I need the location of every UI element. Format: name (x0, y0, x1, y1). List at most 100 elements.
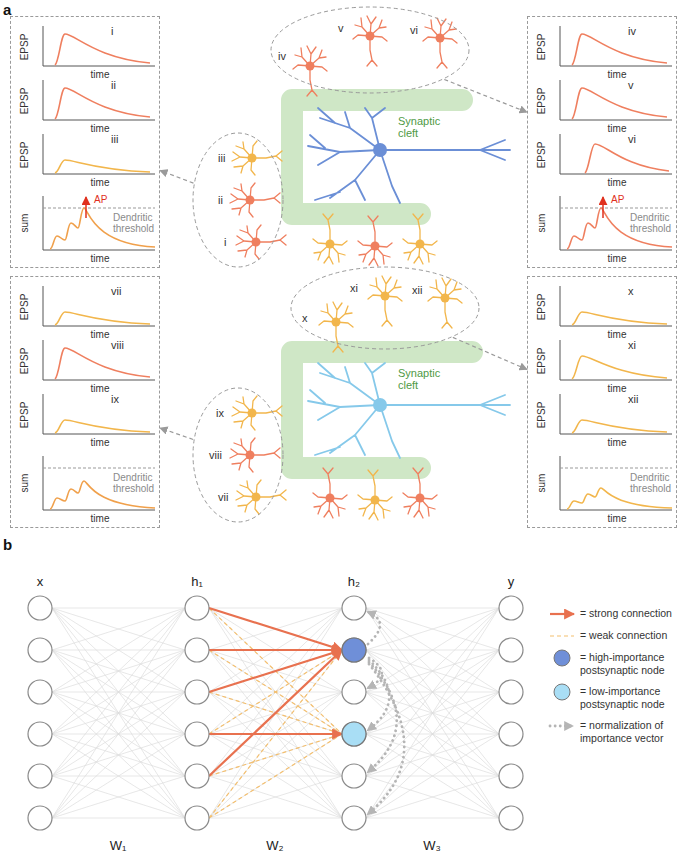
trace-number: x (628, 285, 634, 298)
node-column (185, 596, 209, 830)
axis-label: EPSP (19, 294, 31, 321)
node-column (28, 596, 52, 830)
plot-axes (560, 80, 672, 120)
layer-label: x (37, 574, 44, 590)
plot-axes (43, 286, 155, 326)
weight-mesh (366, 608, 499, 818)
axis-label: EPSP (19, 142, 31, 169)
dense-connections (52, 608, 499, 818)
presynaptic-neuron (293, 46, 327, 96)
layer-label: y (508, 574, 515, 590)
plot-axes (43, 26, 155, 66)
axis-label: time (91, 69, 110, 81)
neuron-group: vviiv (270, 6, 470, 94)
epsp-trace (572, 88, 667, 119)
plot-axes (43, 394, 155, 434)
trace-number: iii (111, 133, 118, 146)
group-arrow (160, 428, 193, 440)
axis-label: time (608, 329, 627, 341)
axis-label: time (91, 177, 110, 189)
weak-connection (209, 734, 342, 776)
epsp-trace (572, 420, 667, 433)
group-outline (192, 387, 284, 523)
weight-mesh (52, 608, 185, 818)
axis-label: sum (536, 474, 548, 493)
neuron-number: iii (218, 152, 225, 165)
neuron-number: x (302, 312, 308, 325)
plot-axes (560, 286, 672, 326)
axis-label: sum (19, 214, 31, 233)
threshold-label: Dendritic threshold (630, 472, 676, 494)
epsp-trace (55, 88, 150, 119)
neuron-number: iv (278, 50, 286, 63)
axis-label: time (91, 383, 110, 395)
layer-label: h₂ (348, 574, 360, 590)
weight-mesh (209, 608, 342, 818)
trace-number: ix (111, 393, 119, 406)
strong-connection (209, 733, 342, 735)
threshold-label: Dendritic threshold (113, 212, 159, 234)
weak-connection (209, 650, 342, 734)
epsp-trace (55, 34, 150, 65)
weight-label: W₁ (110, 838, 127, 854)
trace-number: vii (111, 285, 121, 298)
epsp-panel: EPSPivtimeEPSPvtimeEPSPvitimesumAPDendri… (527, 16, 677, 268)
axis-label: time (91, 437, 110, 449)
legend-sample (550, 613, 574, 615)
postsynaptic-neuron (308, 363, 510, 458)
neuron-number: v (338, 22, 344, 35)
axis-label: sum (19, 474, 31, 493)
node-column (342, 596, 366, 830)
epsp-trace (572, 356, 667, 379)
presynaptic-neuron (319, 302, 353, 352)
plot-axes (43, 134, 155, 174)
trace-number: viii (111, 339, 124, 352)
axis-label: time (91, 329, 110, 341)
axis-label: time (608, 437, 627, 449)
neuron-number: xi (350, 282, 358, 295)
structure-label: Synaptic cleft (398, 115, 460, 139)
neuron-group: iiiiii (192, 132, 284, 268)
normalization-arrow (368, 662, 397, 772)
weak-connection (209, 734, 342, 818)
structure-label: Synaptic cleft (398, 367, 460, 391)
trace-number: iv (628, 25, 636, 38)
neuron-number: xii (412, 284, 422, 297)
epsp-panel: EPSPxtimeEPSPxitimeEPSPxiitimesumDendrit… (527, 276, 677, 528)
dashed-ellipse (193, 133, 283, 267)
plot-axes (560, 134, 672, 174)
epsp-trace (55, 420, 150, 433)
panel-letter: b (3, 536, 12, 554)
axis-label: time (608, 123, 627, 135)
presynaptic-neuron (230, 438, 280, 472)
weak-connections (209, 608, 342, 818)
dashed-ellipse (271, 7, 469, 93)
neuron-number: viii (209, 449, 222, 462)
legend-text: = weak connection (580, 629, 680, 642)
trace-number: v (628, 79, 634, 92)
axis-label: EPSP (19, 402, 31, 429)
axis-label: EPSP (19, 348, 31, 375)
legend-sample (554, 684, 570, 700)
epsp-trace (55, 312, 150, 325)
presynaptic-neuron (353, 16, 387, 66)
layer-label: h₁ (191, 574, 203, 590)
presynaptic-neuron (232, 141, 282, 175)
ap-label: AP (611, 194, 624, 206)
presynaptic-neuron (428, 278, 462, 328)
axis-label: EPSP (536, 34, 548, 61)
presynaptic-neuron (403, 468, 437, 518)
axis-label: EPSP (536, 402, 548, 429)
axis-label: time (91, 253, 110, 265)
presynaptic-neuron (358, 216, 392, 266)
legend-sample (550, 635, 574, 636)
trace-number: xi (628, 339, 636, 352)
trace-number: xii (628, 393, 638, 406)
epsp-panel: EPSPitimeEPSPiitimeEPSPiiitimesumAPDendr… (10, 16, 160, 268)
dashed-ellipse (291, 267, 479, 349)
axis-label: EPSP (19, 34, 31, 61)
axis-label: time (608, 69, 627, 81)
strong-connection (209, 649, 342, 651)
neuron-group: xi xii x (290, 266, 480, 350)
